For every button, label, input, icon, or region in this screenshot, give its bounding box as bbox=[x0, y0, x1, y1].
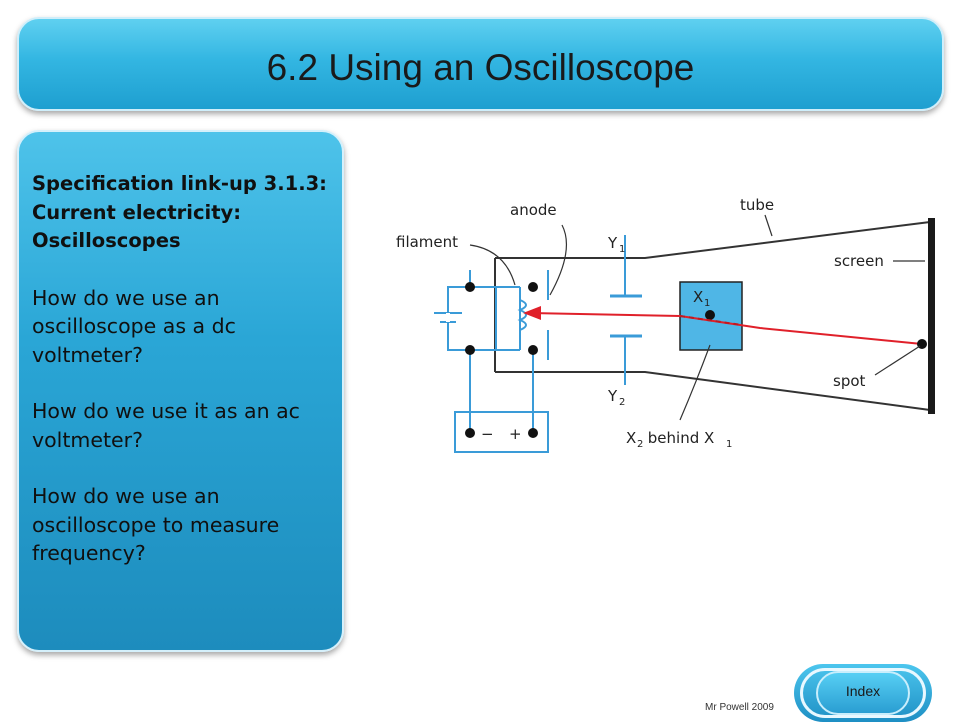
filament-coil bbox=[517, 299, 527, 331]
label-spot: spot bbox=[833, 372, 866, 390]
screen-bar bbox=[928, 218, 935, 414]
terminal-bottom bbox=[465, 345, 475, 355]
title-bar: 6.2 Using an Oscilloscope bbox=[17, 17, 944, 111]
circuit bbox=[434, 235, 642, 453]
heading-line-3: Oscilloscopes bbox=[32, 229, 181, 252]
label-behind: behind X bbox=[643, 429, 714, 447]
footer-credit: Mr Powell 2009 bbox=[705, 702, 774, 713]
label-plus: + bbox=[509, 425, 522, 443]
terminal-bottom-right bbox=[528, 345, 538, 355]
heading-line-2: Current electricity: bbox=[32, 200, 242, 224]
beam-dashed bbox=[679, 315, 743, 326]
label-x2: X bbox=[626, 429, 636, 447]
index-button[interactable]: Index bbox=[794, 664, 932, 722]
oscilloscope-diagram: anode filament tube screen spot Y 1 Y 2 … bbox=[396, 196, 935, 453]
label-y1-sub: 1 bbox=[619, 244, 625, 255]
supply-minus-terminal bbox=[465, 428, 475, 438]
label-anode: anode bbox=[510, 201, 557, 219]
label-x2-sub: 2 bbox=[637, 439, 643, 450]
question-3: How do we use an oscilloscope to measure… bbox=[32, 484, 280, 565]
label-y1: Y bbox=[607, 234, 618, 252]
index-button-outer-ring bbox=[800, 668, 926, 718]
supply-box bbox=[454, 411, 549, 453]
label-x1-sub: 1 bbox=[704, 298, 710, 309]
spec-panel bbox=[17, 130, 344, 652]
panel-heading: Specification link-up 3.1.3: Current ele… bbox=[32, 170, 332, 256]
x1-dot bbox=[705, 310, 715, 320]
page-title: 6.2 Using an Oscilloscope bbox=[266, 47, 695, 88]
label-y2-sub: 2 bbox=[619, 397, 625, 408]
label-minus: − bbox=[481, 425, 494, 443]
index-button-label: Index bbox=[845, 683, 881, 699]
battery-loop bbox=[447, 286, 497, 351]
terminal-top-right bbox=[528, 282, 538, 292]
beam-arrowhead bbox=[523, 306, 541, 320]
index-button-inner-ring bbox=[816, 671, 910, 715]
label-tube: tube bbox=[740, 196, 774, 214]
question-2: How do we use it as an ac voltmeter? bbox=[32, 399, 300, 452]
supply-plus-terminal bbox=[528, 428, 538, 438]
tube-outline bbox=[495, 221, 931, 411]
question-1: How do we use an oscilloscope as a dc vo… bbox=[32, 285, 236, 367]
panel-text: Specification link-up 3.1.3: Current ele… bbox=[32, 170, 332, 568]
label-behind-sub: 1 bbox=[726, 439, 732, 450]
label-screen: screen bbox=[834, 252, 884, 270]
heading-line-1: Specification link-up 3.1.3: bbox=[32, 172, 327, 195]
label-x1: X bbox=[693, 288, 703, 306]
label-y2: Y bbox=[607, 387, 618, 405]
terminal-top bbox=[465, 282, 475, 292]
label-filament: filament bbox=[396, 233, 458, 251]
